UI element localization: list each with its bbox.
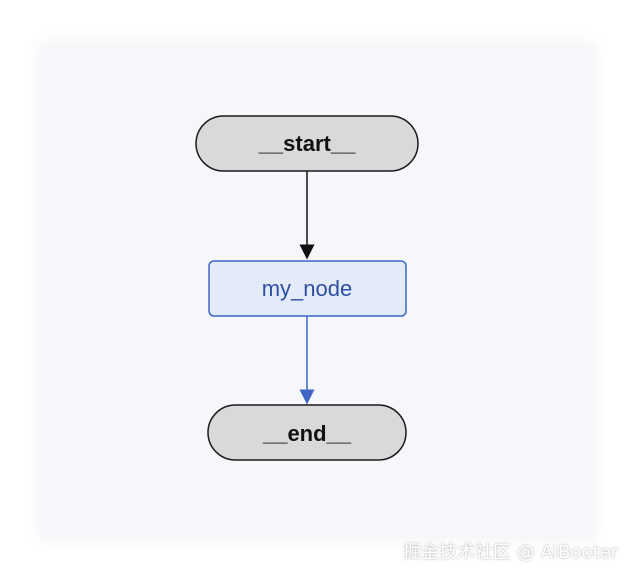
node-end-label: __end__ [262,421,352,446]
node-end[interactable]: __end__ [207,404,407,461]
node-my-node[interactable]: my_node [208,260,407,317]
node-start[interactable]: __start__ [195,115,419,172]
node-my-node-label: my_node [262,276,353,301]
node-start-label: __start__ [258,131,356,156]
watermark-text: 掘金技术社区 @ AIBooter [403,542,618,563]
